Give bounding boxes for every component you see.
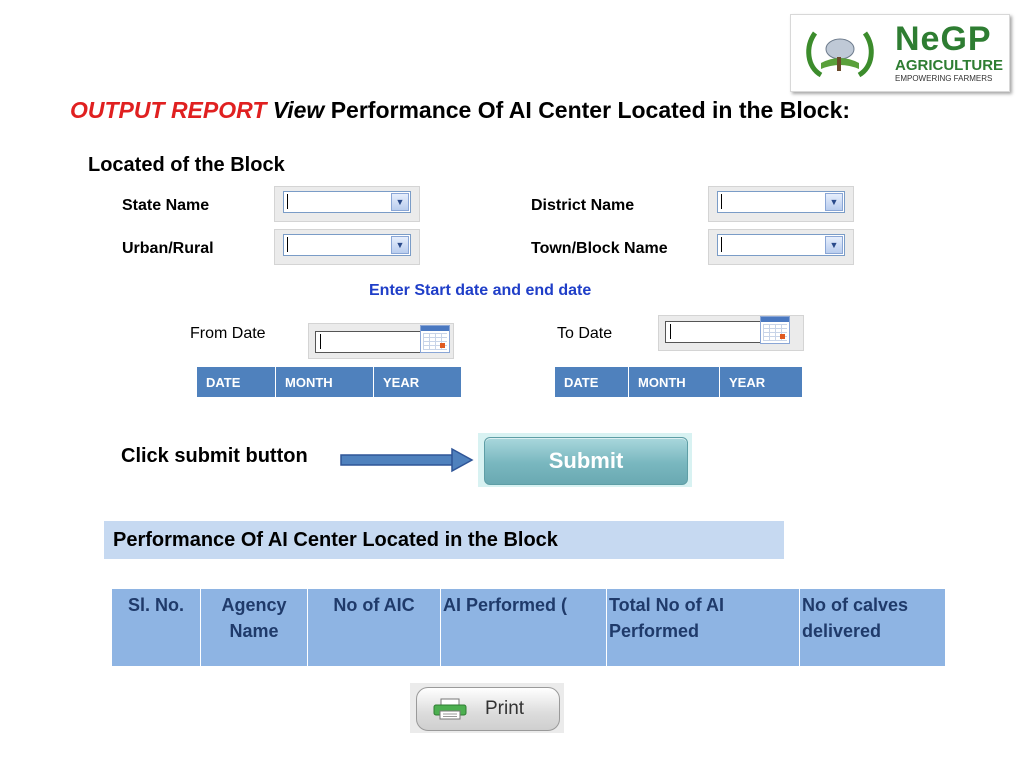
urban-rural-select-frame: ▼	[274, 229, 420, 265]
chevron-down-icon[interactable]: ▼	[825, 193, 843, 211]
performance-table: Sl. No. Agency Name No of AIC AI Perform…	[111, 588, 946, 667]
logo-tagline: EMPOWERING FARMERS	[895, 74, 993, 83]
from-date-label: From Date	[190, 325, 266, 342]
arrow-right-icon	[340, 447, 474, 473]
to-date-input[interactable]	[665, 321, 775, 343]
to-date-month-column[interactable]: MONTH	[629, 367, 720, 397]
performance-heading-bar: Performance Of AI Center Located in the …	[104, 521, 784, 559]
town-block-select-frame: ▼	[708, 229, 854, 265]
from-date-year-column[interactable]: YEAR	[383, 374, 420, 390]
to-date-day-column[interactable]: DATE	[555, 367, 629, 397]
text-cursor	[721, 194, 722, 209]
town-block-select[interactable]: ▼	[717, 234, 845, 256]
print-label: Print	[485, 698, 525, 719]
district-name-select-frame: ▼	[708, 186, 854, 222]
column-sl-no: Sl. No.	[111, 588, 201, 667]
column-no-of-aic: No of AIC	[307, 588, 441, 667]
title-output-report: OUTPUT REPORT	[70, 97, 267, 123]
district-name-label: District Name	[531, 197, 635, 214]
state-name-select[interactable]: ▼	[283, 191, 411, 213]
to-date-parts: DATE MONTH YEAR	[555, 367, 802, 397]
column-ai-performed: AI Performed (	[440, 588, 607, 667]
to-date-label: To Date	[557, 325, 613, 342]
town-block-label: Town/Block Name	[531, 240, 668, 257]
text-cursor	[287, 194, 288, 209]
title-view: View	[272, 97, 325, 123]
urban-rural-label: Urban/Rural	[122, 240, 214, 257]
logo-subtitle: AGRICULTURE	[895, 57, 1004, 74]
calendar-icon[interactable]	[420, 325, 450, 353]
printer-icon	[433, 698, 467, 720]
print-frame: Print	[410, 683, 564, 733]
submit-frame: Submit	[478, 433, 692, 487]
print-button[interactable]: Print	[416, 687, 560, 731]
chevron-down-icon[interactable]: ▼	[391, 193, 409, 211]
submit-prompt: Click submit button	[121, 445, 308, 467]
from-date-parts: DATE MONTH YEAR	[197, 367, 461, 397]
from-date-month-column[interactable]: MONTH	[276, 367, 374, 397]
chevron-down-icon[interactable]: ▼	[391, 236, 409, 254]
from-date-day-column[interactable]: DATE	[197, 367, 276, 397]
text-cursor	[670, 324, 671, 339]
calendar-icon[interactable]	[760, 316, 790, 344]
table-header-row: Sl. No. Agency Name No of AIC AI Perform…	[111, 588, 946, 667]
district-name-select[interactable]: ▼	[717, 191, 845, 213]
logo-brand: NeGP	[895, 20, 992, 58]
to-date-year-column[interactable]: YEAR	[729, 374, 766, 390]
state-name-label: State Name	[122, 197, 210, 214]
title-description: Performance Of AI Center Located in the …	[330, 97, 851, 123]
to-date-frame	[658, 315, 804, 351]
urban-rural-select[interactable]: ▼	[283, 234, 411, 256]
column-agency-name: Agency Name	[200, 588, 308, 667]
wreath-globe-icon	[806, 31, 874, 78]
negp-logo: NeGP AGRICULTURE EMPOWERING FARMERS	[790, 14, 1010, 92]
state-name-select-frame: ▼	[274, 186, 420, 222]
column-total-ai-performed: Total No of AI Performed	[606, 588, 800, 667]
from-date-input[interactable]	[315, 331, 425, 353]
column-calves-delivered: No of calves delivered	[799, 588, 946, 667]
text-cursor	[287, 237, 288, 252]
from-date-frame	[308, 323, 454, 359]
location-heading: Located of the Block	[88, 154, 285, 176]
performance-heading: Performance Of AI Center Located in the …	[113, 529, 558, 551]
date-hint: Enter Start date and end date	[369, 282, 592, 299]
text-cursor	[320, 334, 321, 349]
page-title: OUTPUT REPORT View Performance Of AI Cen…	[70, 97, 850, 124]
chevron-down-icon[interactable]: ▼	[825, 236, 843, 254]
submit-button[interactable]: Submit	[484, 437, 688, 485]
text-cursor	[721, 237, 722, 252]
